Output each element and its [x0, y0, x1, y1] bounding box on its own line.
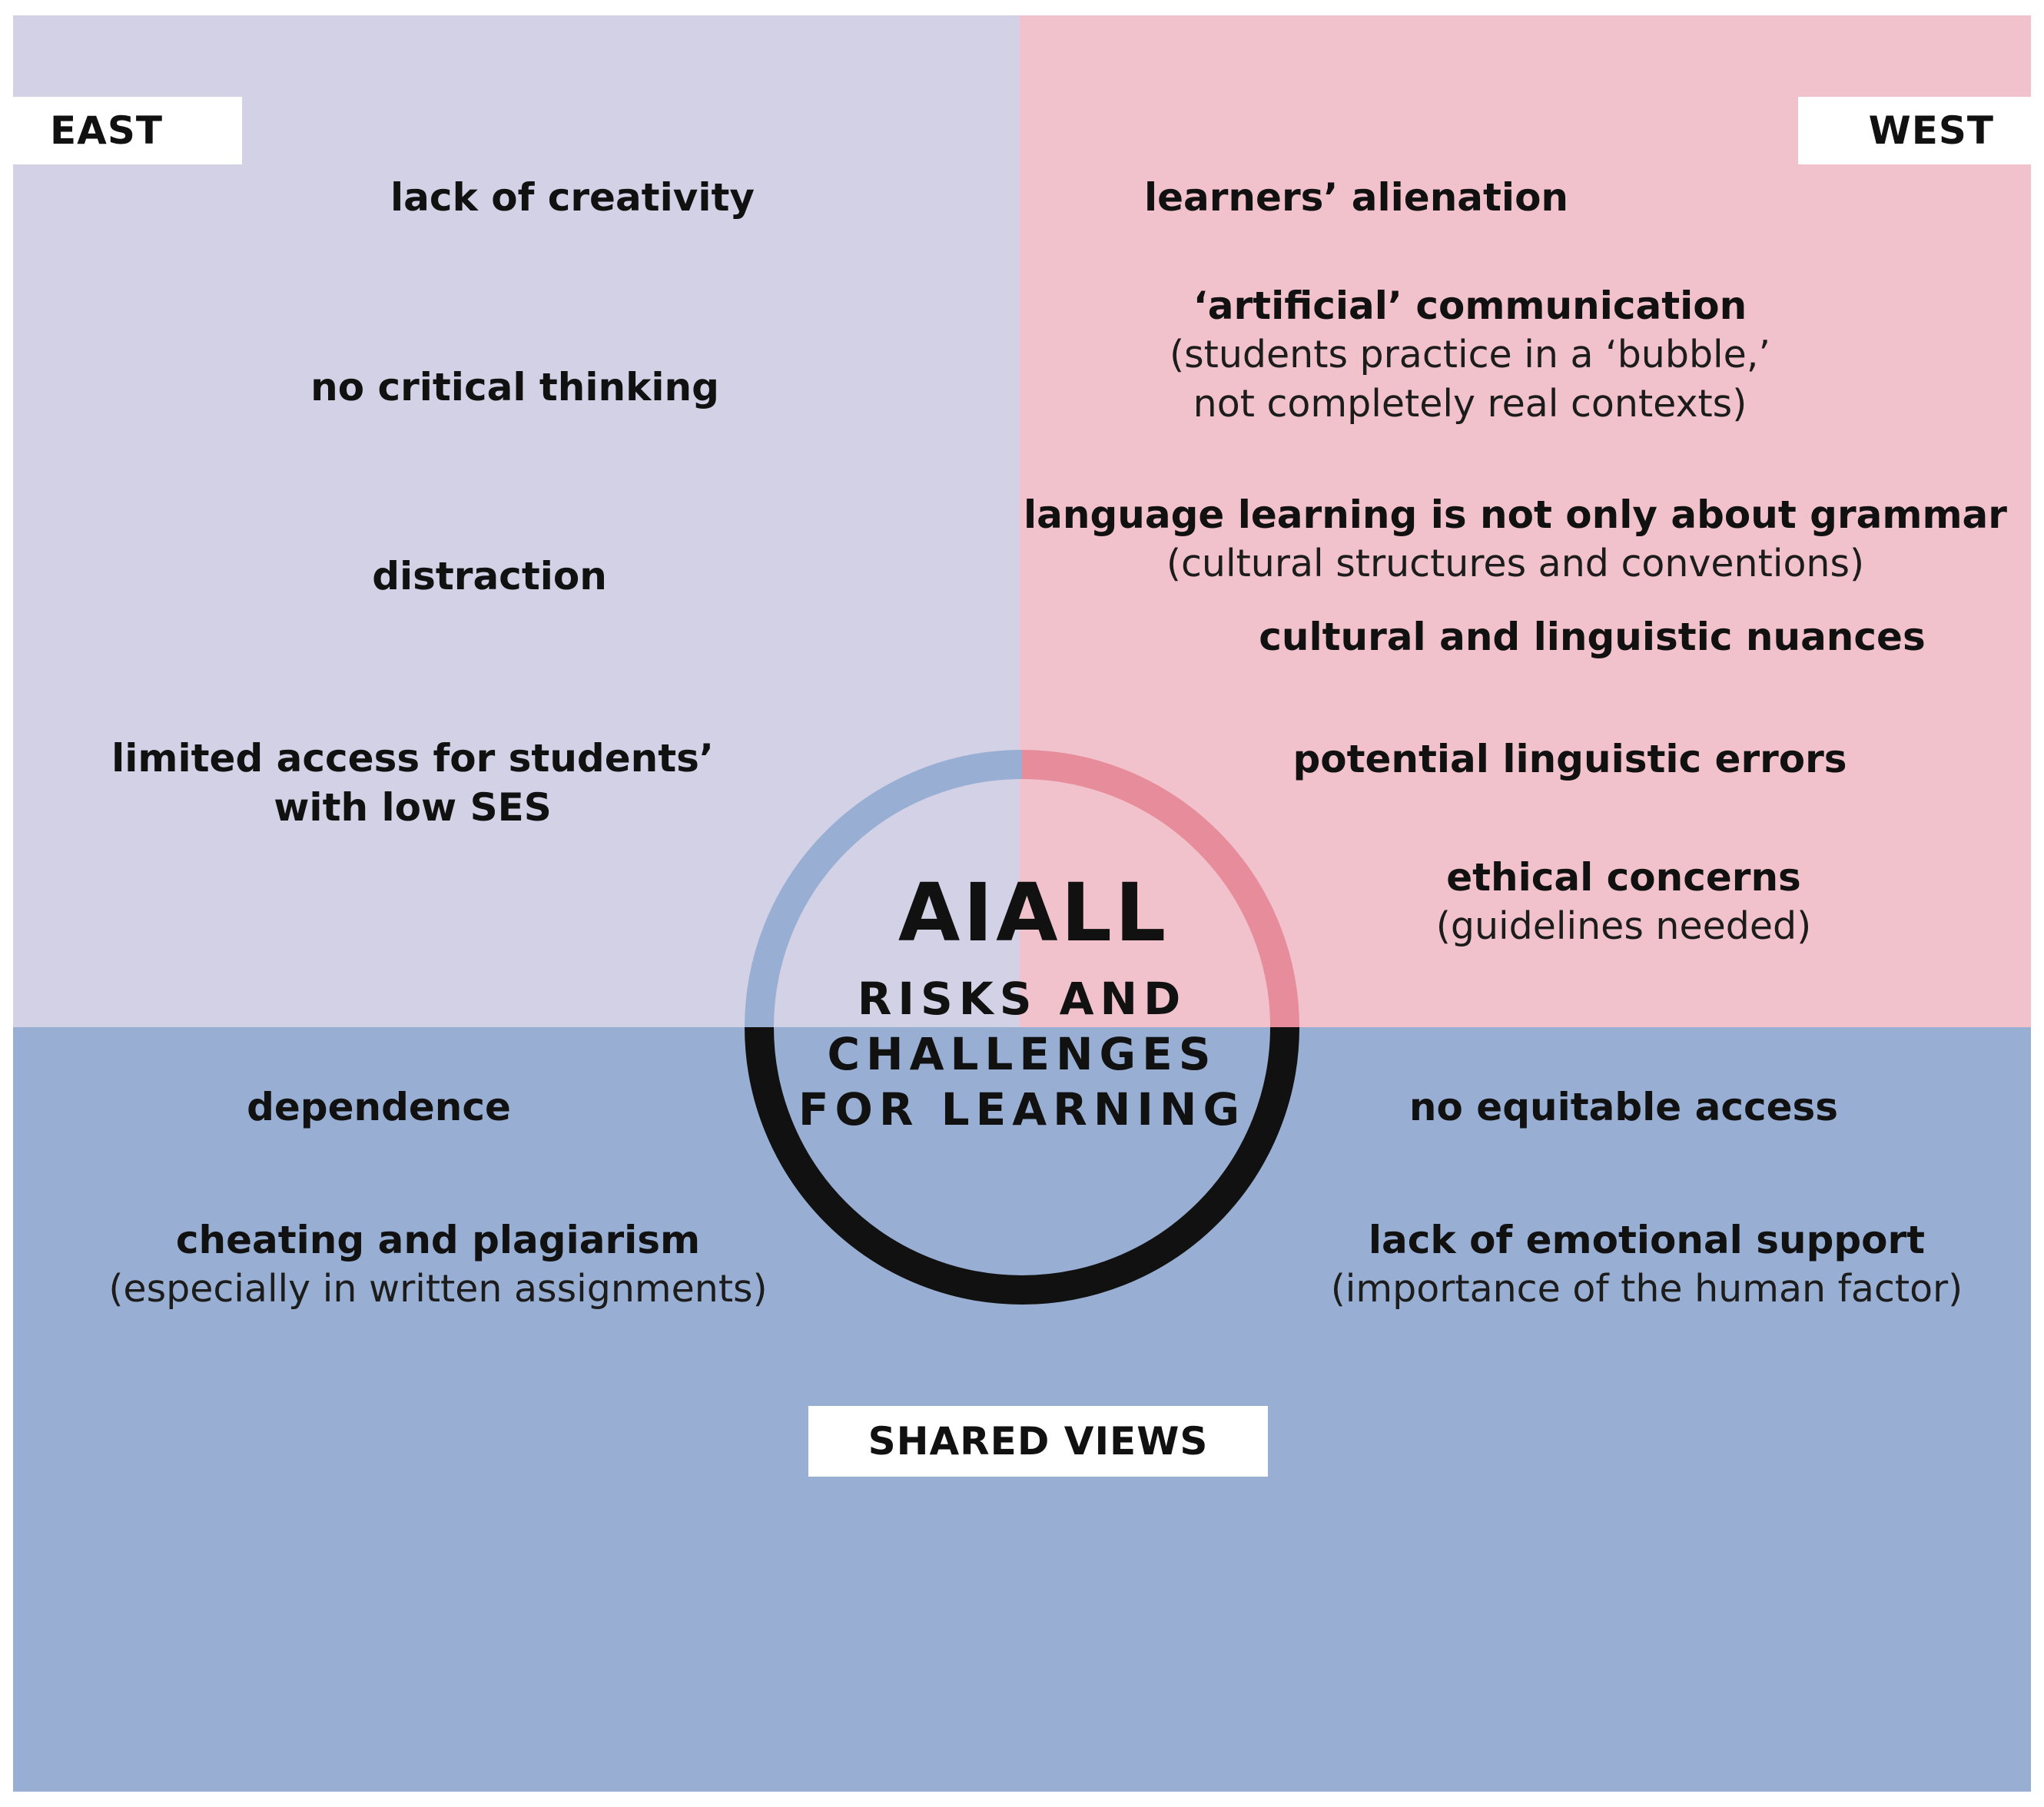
item-title: language learning is not only about gram… [1024, 492, 2007, 537]
item-detail: (especially in written assignments) [108, 1267, 768, 1311]
west-item: language learning is not only about gram… [1024, 490, 2007, 589]
item-title-line2: with low SES [274, 785, 552, 830]
item-title: no critical thinking [310, 365, 719, 409]
item-detail: (cultural structures and conventions) [1166, 542, 1865, 585]
east-label: EAST [13, 97, 242, 164]
item-detail: (importance of the human factor) [1330, 1267, 1963, 1311]
east-item: no critical thinking [310, 363, 719, 412]
shared-item: cheating and plagiarism (especially in w… [108, 1215, 767, 1314]
shared-item: lack of emotional support (importance of… [1331, 1215, 1963, 1314]
center-subtitle-line: RISKS AND [857, 973, 1187, 1025]
item-title: cultural and linguistic nuances [1259, 615, 1926, 659]
west-item: potential linguistic errors [1292, 734, 1847, 784]
east-panel [13, 15, 1020, 1027]
west-item: learners’ alienation [1144, 173, 1568, 222]
item-detail: (guidelines needed) [1435, 904, 1812, 948]
item-title: distraction [372, 554, 607, 598]
item-detail: (students practice in a ‘bubble,’ [1170, 333, 1770, 376]
item-title: no equitable access [1409, 1085, 1839, 1129]
west-item: ethical concerns (guidelines needed) [1436, 853, 1812, 951]
item-title: limited access for students’ [111, 736, 714, 781]
east-item: distraction [372, 552, 607, 601]
west-item: ‘artificial’ communication (students pra… [1170, 281, 1770, 429]
east-item: lack of creativity [390, 173, 755, 222]
item-detail-line2: not completely real contexts) [1193, 382, 1747, 426]
item-title: dependence [247, 1085, 511, 1129]
east-item: limited access for students’ with low SE… [111, 734, 714, 832]
shared-views-label: SHARED VIEWS [808, 1406, 1268, 1477]
shared-item: dependence [247, 1083, 511, 1132]
center-subtitle-line: CHALLENGES [827, 1028, 1217, 1080]
item-title: learners’ alienation [1143, 175, 1569, 220]
west-label: WEST [1798, 97, 2031, 164]
center-title: AIALL [898, 866, 1170, 960]
item-title: lack of creativity [390, 175, 755, 220]
west-item: cultural and linguistic nuances [1259, 612, 1925, 661]
item-title: cheating and plagiarism [175, 1218, 701, 1262]
item-title: ‘artificial’ communication [1193, 283, 1747, 328]
shared-item: no equitable access [1409, 1083, 1838, 1132]
item-title: lack of emotional support [1368, 1218, 1926, 1262]
item-title: ethical concerns [1446, 855, 1801, 900]
center-subtitle-line: FOR LEARNING [798, 1083, 1246, 1136]
item-title: potential linguistic errors [1292, 737, 1847, 781]
